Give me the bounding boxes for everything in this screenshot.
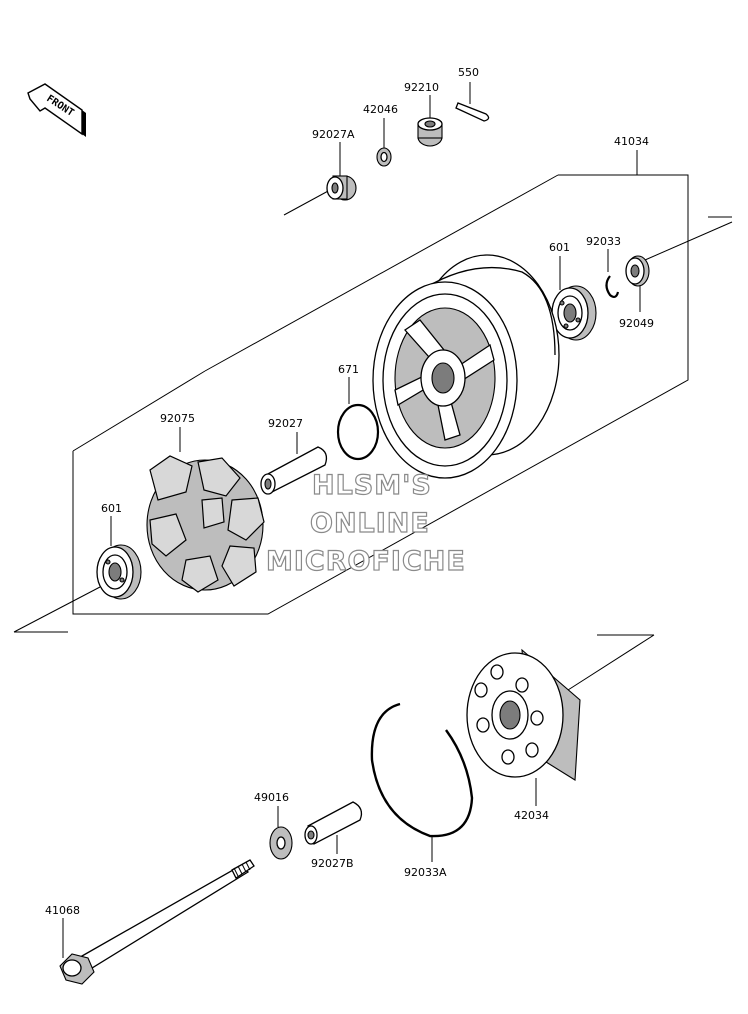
assembly-outline	[72, 174, 689, 615]
part-label-92033A: 92033A	[404, 866, 447, 879]
part-label-92075: 92075	[160, 412, 195, 425]
cotter-pin-550	[455, 82, 490, 122]
watermark-line-2: ONLINE	[310, 508, 430, 539]
circlip-92033A	[370, 702, 474, 862]
part-label-92033: 92033	[586, 235, 621, 248]
part-label-601-left: 601	[101, 502, 122, 515]
axle-41068	[59, 859, 255, 985]
part-label-41068: 41068	[45, 904, 80, 917]
part-label-671: 671	[338, 363, 359, 376]
watermark-line-1: HLSM'S	[312, 470, 432, 501]
sleeve-92027	[260, 432, 328, 495]
part-label-49016: 49016	[254, 791, 289, 804]
part-label-92210: 92210	[404, 81, 439, 94]
circlip-92033	[605, 249, 620, 299]
part-label-41034: 41034	[614, 135, 649, 148]
sleeve-92027B	[304, 801, 363, 854]
part-label-550: 550	[458, 66, 479, 79]
part-label-92027A: 92027A	[312, 128, 355, 141]
watermark: HLSM'S ONLINE MICROFICHE	[265, 469, 466, 577]
part-label-601-top: 601	[549, 241, 570, 254]
watermark-line-3: MICROFICHE	[266, 546, 466, 577]
coupling-42034	[466, 648, 581, 806]
part-label-42034: 42034	[514, 809, 549, 822]
part-label-92049: 92049	[619, 317, 654, 330]
axis-lines	[13, 189, 733, 691]
bearing-601-left	[96, 516, 142, 600]
o-ring-671	[336, 377, 380, 461]
collar-92027A	[326, 142, 357, 201]
front-arrow-icon: FRONT	[27, 83, 86, 137]
hub-damper-92075	[146, 427, 265, 593]
washer-49016	[269, 806, 293, 860]
castle-nut-92210	[417, 95, 443, 147]
part-label-92027: 92027	[268, 417, 303, 430]
part-label-42046: 42046	[363, 103, 398, 116]
part-label-92027B: 92027B	[311, 857, 354, 870]
bearing-601-top	[551, 256, 597, 341]
washer-42046	[376, 118, 392, 167]
wheel-rim	[372, 254, 560, 479]
oil-seal-92049	[625, 255, 650, 312]
